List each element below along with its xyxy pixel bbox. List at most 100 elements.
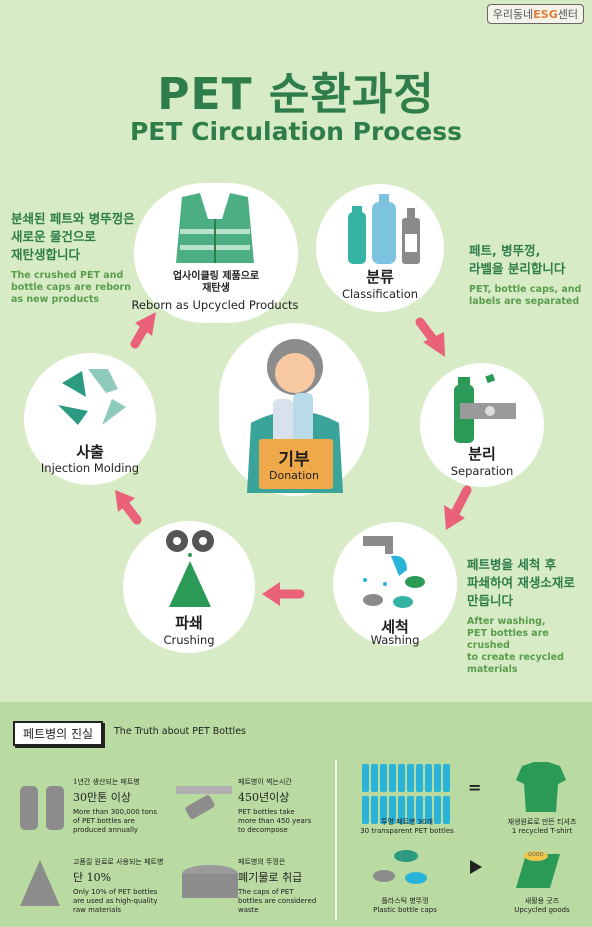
upcycle-label-ko: 업사이클링 제품으로 재탄생 bbox=[134, 271, 298, 295]
eq2-en: 1 recycled T-shirt bbox=[511, 827, 573, 835]
arrowhead-1 bbox=[423, 332, 445, 357]
step-classify: 분류 Classification bbox=[316, 184, 444, 312]
eq-tshirt-caption: 재생원료로 만든 티셔츠 1 recycled T-shirt bbox=[492, 818, 592, 836]
truth-illustrations bbox=[20, 760, 566, 920]
note-separate: 페트, 병뚜껑, 라벨을 분리합니다 PET, bottle caps, and… bbox=[469, 242, 587, 308]
note-wash-en4: materials bbox=[467, 664, 518, 675]
upcycle-label-ko-line1: 업사이클링 제품으로 bbox=[172, 271, 260, 282]
separated-bottle-icon bbox=[454, 373, 516, 443]
fact2-ground bbox=[176, 786, 232, 794]
fact1-hand: 1년간 생산되는 페트병 bbox=[73, 778, 140, 786]
eq3-ko: 플라스틱 병뚜껑 bbox=[381, 897, 429, 905]
note-reborn-ko2: 새로운 물건으로 bbox=[11, 229, 96, 244]
note-wash-en3: to create recycled bbox=[467, 652, 564, 663]
crush-label-en: Crushing bbox=[163, 633, 215, 647]
fact4-cap-body bbox=[182, 874, 238, 898]
fact2-big: 450년이상 bbox=[238, 791, 290, 804]
arrowhead-2 bbox=[444, 505, 465, 530]
fact2-en2: more than 450 years bbox=[238, 817, 312, 825]
wash-label-en: Washing bbox=[370, 633, 420, 647]
goods-cap bbox=[524, 851, 548, 861]
crush-label-ko: 파쇄 bbox=[175, 614, 203, 632]
separate-label-en: Separation bbox=[450, 464, 514, 478]
center-label-en: Donation bbox=[269, 469, 319, 482]
fact2-bottle bbox=[185, 795, 215, 819]
cap-icon-1 bbox=[394, 850, 418, 862]
thirty-bottles-grid bbox=[362, 764, 450, 824]
eq1-ko: 투명 페트병 30개 bbox=[381, 818, 433, 826]
badge-accent: ESG bbox=[533, 8, 558, 21]
recycle-arrows-icon bbox=[58, 369, 126, 425]
note-wash-ko2: 파쇄하여 재생소재로 bbox=[467, 575, 575, 590]
fact1-en3: produced annually bbox=[73, 826, 139, 834]
eq-goods-caption: 새활용 굿즈 Upcycled goods bbox=[492, 897, 592, 915]
cap-icon-2 bbox=[373, 870, 395, 882]
fact1-en1: More than 300,000 tons bbox=[73, 808, 157, 816]
note-reborn-ko1: 분쇄된 페트와 병뚜껑은 bbox=[11, 211, 135, 226]
eq1-en: 30 transparent PET bottles bbox=[360, 827, 454, 835]
fact3-en3: raw materials bbox=[73, 906, 121, 914]
inject-label-en: Injection Molding bbox=[40, 461, 140, 475]
arrowhead-5 bbox=[135, 312, 156, 336]
eq4-en: Upcycled goods bbox=[514, 906, 570, 914]
note-reborn: 분쇄된 페트와 병뚜껑은 새로운 물건으로 재탄생합니다 The crushed… bbox=[11, 210, 136, 306]
eq4-ko: 새활용 굿즈 bbox=[524, 897, 560, 905]
fact-caps: 페트병의 뚜껑은 폐기물로 취급 The caps of PET bottles… bbox=[238, 858, 334, 915]
fact3-hand: 고품질 원료로 사용되는 페트병 bbox=[73, 858, 164, 866]
fact3-en2: are used as high-quality bbox=[73, 897, 158, 905]
inject-label-ko: 사출 bbox=[76, 443, 104, 461]
esg-center-badge: 우리동네ESG센터 bbox=[486, 4, 584, 24]
fact2-en3: to decompose bbox=[238, 826, 288, 834]
wash-label-ko: 세척 bbox=[381, 618, 409, 636]
arrowhead-4 bbox=[115, 490, 135, 512]
cap-icon-3 bbox=[405, 872, 427, 884]
note-wash-ko3: 만듭니다 bbox=[467, 593, 514, 608]
tshirt-icon bbox=[516, 762, 566, 812]
fact1-bottle-b bbox=[46, 786, 64, 830]
badge-prefix: 우리동네 bbox=[492, 8, 534, 21]
note-separate-ko1: 페트, 병뚜껑, bbox=[469, 243, 541, 258]
step-wash: 세척 Washing bbox=[333, 522, 457, 647]
fact1-en2: of PET bottles are bbox=[73, 817, 135, 825]
fact2-hand: 페트병이 썩는시간 bbox=[238, 778, 292, 786]
note-wash-en2: PET bottles are crushed bbox=[467, 628, 549, 651]
cycle-arrows bbox=[115, 312, 472, 606]
center-donation: 기부 Donation bbox=[219, 323, 369, 496]
goods-label: GOOD bbox=[528, 852, 544, 858]
eq2-ko: 재생원료로 만든 티셔츠 bbox=[507, 818, 577, 826]
eq-caps-caption: 플라스틱 병뚜껑 Plastic bottle caps bbox=[350, 897, 460, 915]
fact4-en2: bottles are considered bbox=[238, 897, 317, 905]
badge-suffix: 센터 bbox=[557, 8, 578, 21]
fact-quality: 고품질 원료로 사용되는 페트병 단 10% Only 10% of PET b… bbox=[73, 858, 173, 915]
fact3-big: 단 10% bbox=[73, 871, 112, 884]
step-separate: 분리 Separation bbox=[420, 363, 544, 487]
note-reborn-en1: The crushed PET and bbox=[11, 270, 124, 281]
bottles-icon bbox=[348, 194, 420, 264]
arrow-crush-to-inject bbox=[119, 498, 142, 525]
note-separate-en2: labels are separated bbox=[469, 296, 580, 307]
fact2-en1: PET bottles take bbox=[238, 808, 295, 816]
note-reborn-ko3: 재탄생합니다 bbox=[11, 247, 81, 262]
note-wash: 페트병을 세척 후 파쇄하여 재생소재로 만듭니다 After washing,… bbox=[467, 556, 589, 676]
vest-icon bbox=[176, 193, 254, 263]
crusher-icon bbox=[166, 530, 214, 607]
eq-bottles-caption: 투명 페트병 30개 30 transparent PET bottles bbox=[348, 818, 466, 836]
upcycled-goods-icon bbox=[516, 854, 560, 888]
fact4-hand: 페트병의 뚜껑은 bbox=[238, 858, 286, 866]
separate-label-ko: 분리 bbox=[468, 445, 496, 463]
fact4-en3: waste bbox=[238, 906, 259, 914]
donation-box bbox=[259, 439, 333, 489]
fact1-big: 30만톤 이상 bbox=[73, 791, 131, 804]
step-inject: 사출 Injection Molding bbox=[24, 353, 156, 485]
note-wash-en1: After washing, bbox=[467, 616, 546, 627]
fact-decompose: 페트병이 썩는시간 450년이상 PET bottles take more t… bbox=[238, 778, 334, 835]
step-crush: 파쇄 Crushing bbox=[123, 521, 255, 653]
note-separate-ko2: 라벨을 분리합니다 bbox=[469, 261, 566, 276]
equals-sign: = bbox=[468, 778, 482, 797]
eq3-en: Plastic bottle caps bbox=[373, 906, 437, 914]
note-wash-ko1: 페트병을 세척 후 bbox=[467, 557, 557, 572]
fact4-en1: The caps of PET bbox=[238, 888, 294, 896]
faucet-icon bbox=[363, 536, 425, 608]
page-subtitle: PET Circulation Process bbox=[129, 117, 463, 146]
fact3-pile bbox=[20, 860, 60, 906]
